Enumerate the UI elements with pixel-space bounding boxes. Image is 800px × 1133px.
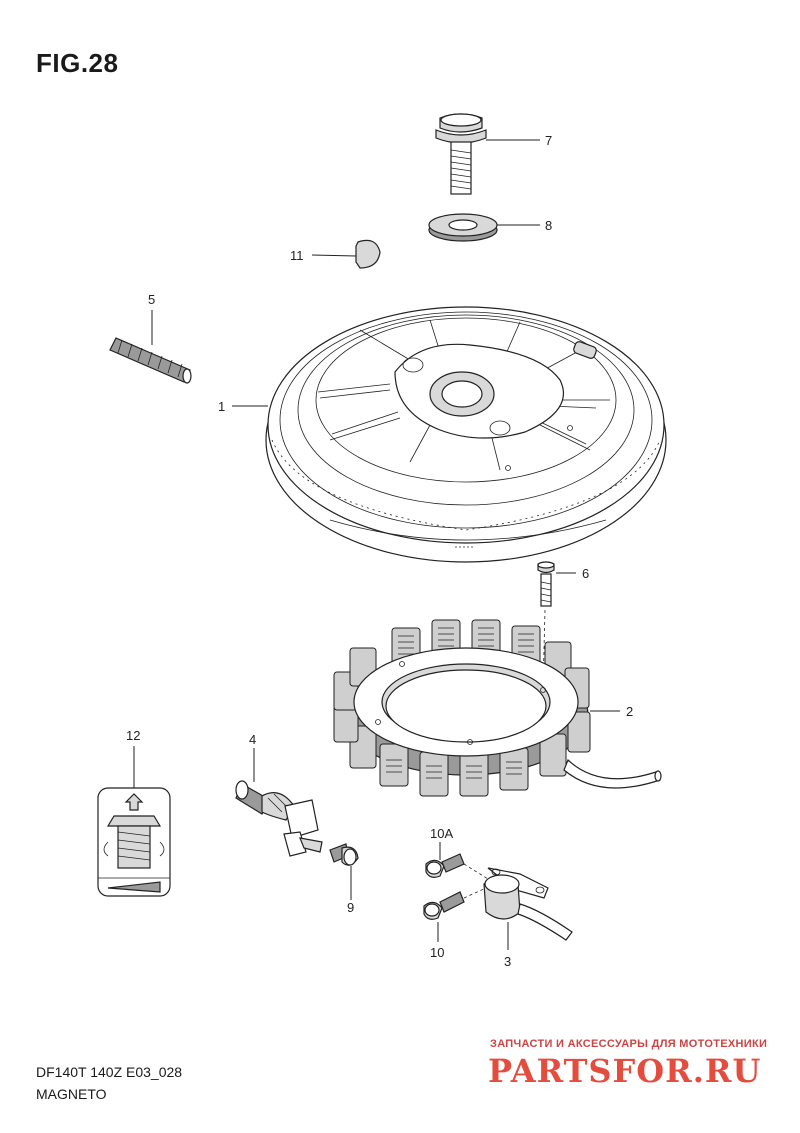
callout-10a: 10A	[430, 826, 453, 841]
callout-2: 2	[626, 704, 633, 719]
callout-3: 3	[504, 954, 511, 969]
callout-1: 1	[218, 399, 225, 414]
bolt-6[interactable]	[537, 561, 555, 607]
pulser-coil-3[interactable]	[483, 867, 573, 941]
callout-8: 8	[545, 218, 552, 233]
screw-10a[interactable]	[425, 853, 465, 878]
spring-pin-5[interactable]	[109, 337, 192, 384]
callout-7: 7	[545, 133, 552, 148]
callout-12: 12	[126, 728, 140, 743]
bolt-7[interactable]	[435, 113, 487, 195]
leader-11	[311, 254, 357, 257]
axis-6	[542, 609, 546, 689]
callout-4: 4	[249, 732, 256, 747]
screw-9[interactable]	[329, 843, 359, 866]
model-code: DF140T 140Z E03_028	[36, 1064, 183, 1080]
caution-label-12[interactable]	[97, 787, 171, 897]
callout-6: 6	[582, 566, 589, 581]
callout-11: 11	[290, 248, 304, 263]
section-name: MAGNETO	[36, 1086, 107, 1102]
key-11[interactable]	[355, 239, 381, 269]
watermark-tagline: ЗАПЧАСТИ И АКСЕССУАРЫ ДЛЯ МОТОТЕХНИКИ	[490, 1038, 768, 1050]
figure-title: FIG.28	[36, 48, 119, 78]
callout-5: 5	[148, 292, 155, 307]
flywheel-1[interactable]	[265, 306, 667, 563]
screw-10[interactable]	[423, 891, 465, 920]
sensor-4[interactable]	[235, 780, 323, 857]
watermark-brand: PARTSFOR.RU	[488, 1052, 762, 1090]
washer-8[interactable]	[428, 213, 498, 242]
callout-10: 10	[430, 945, 444, 960]
axis-10	[463, 887, 487, 899]
stator-2[interactable]	[333, 619, 662, 797]
callout-9: 9	[347, 900, 354, 915]
